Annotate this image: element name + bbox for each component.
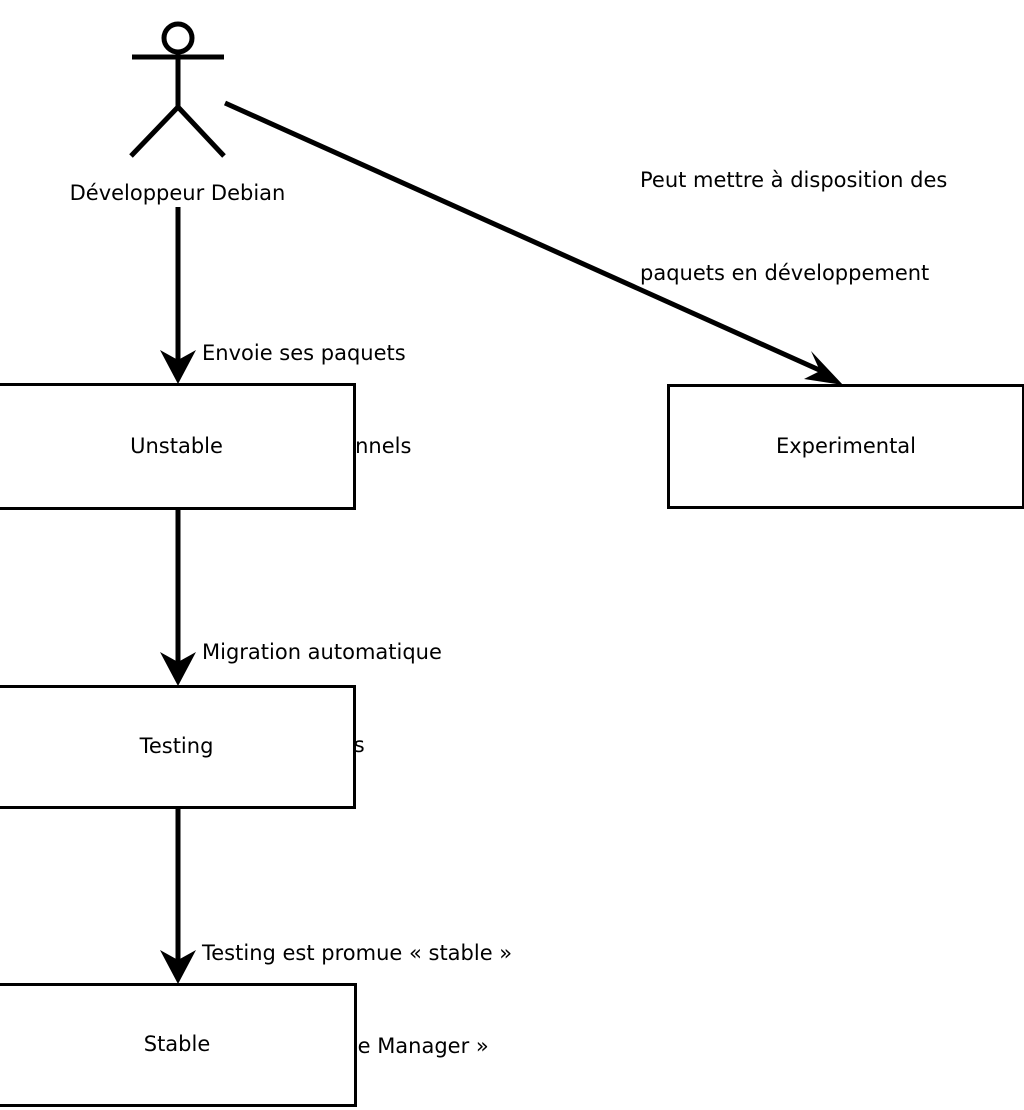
node-testing-label: Testing bbox=[139, 734, 214, 759]
node-testing[interactable]: Testing bbox=[0, 685, 356, 809]
edge-testing-to-stable-arrowhead bbox=[160, 950, 196, 984]
edge-label-line-1: Migration automatique bbox=[202, 640, 442, 664]
node-unstable-label: Unstable bbox=[130, 433, 223, 458]
edge-label-line-1: Peut mettre à disposition des bbox=[640, 168, 948, 192]
edge-actor-to-unstable bbox=[160, 207, 196, 384]
actor-right-leg-line bbox=[176, 105, 226, 158]
edge-unstable-to-testing-arrowhead bbox=[160, 652, 196, 686]
edge-label-line-1: Envoie ses paquets bbox=[202, 341, 406, 365]
node-experimental-label: Experimental bbox=[775, 433, 917, 458]
edge-label-line-2: paquets en développement bbox=[640, 261, 930, 285]
node-stable-label: Stable bbox=[143, 1032, 211, 1057]
node-experimental[interactable]: Experimental bbox=[667, 384, 1024, 509]
edge-label-line-1: Testing est promue « stable » bbox=[202, 941, 513, 965]
edge-actor-to-experimental bbox=[223, 100, 843, 385]
node-stable[interactable]: Stable bbox=[0, 983, 357, 1107]
edge-actor-to-unstable-arrowhead bbox=[160, 350, 196, 384]
actor-head-icon bbox=[161, 21, 195, 55]
stick-figure-actor-icon bbox=[129, 21, 226, 158]
actor-left-leg-line bbox=[129, 105, 180, 158]
node-unstable[interactable]: Unstable bbox=[0, 383, 356, 510]
edge-actor-to-experimental-arrowhead bbox=[804, 351, 843, 385]
edge-testing-to-stable bbox=[160, 809, 196, 984]
edge-actor-to-experimental-line bbox=[223, 100, 828, 376]
actor-label: Développeur Debian bbox=[69, 181, 286, 205]
edge-label-actor-to-experimental: Peut mettre à disposition des paquets en… bbox=[640, 103, 947, 351]
edge-unstable-to-testing bbox=[160, 510, 196, 686]
